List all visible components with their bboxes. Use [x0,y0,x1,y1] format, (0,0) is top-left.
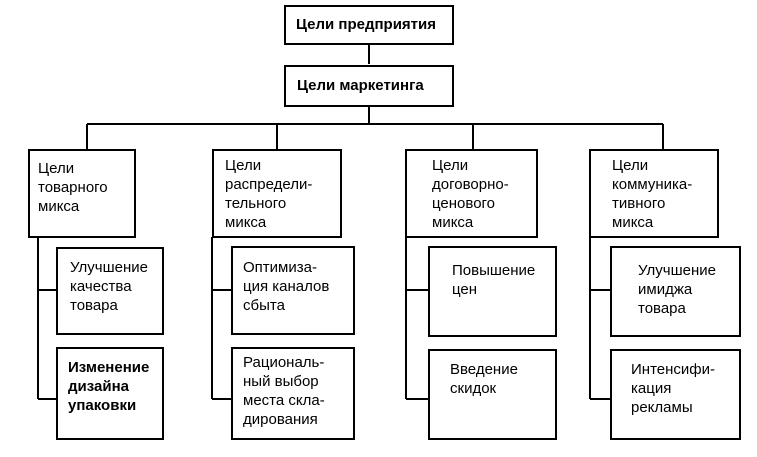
communication-mix-box [589,149,719,238]
enterprise-goals-box [284,5,454,45]
image-improvement-label: Улучшение имиджа товара [638,262,716,317]
product-mix-box [28,149,136,238]
image-improvement-box [610,246,741,337]
packaging-design-label: Изменение дизайна упаковки [68,359,150,414]
communication-mix-label: Цели коммуника- тивного микса [612,157,693,231]
price-increase-label: Повышение цен [452,262,536,298]
channel-optimization-label: Оптимиза- ция каналов сбыта [243,259,330,314]
marketing-goals-box [284,65,454,107]
price-increase-box [428,246,557,337]
pricing-mix-label: Цели договорно- ценового микса [432,157,509,231]
quality-improvement-label: Улучшение качества товара [70,259,148,314]
channel-optimization-box [231,246,355,335]
packaging-design-box [56,347,164,440]
advertising-intensification-label: Интенсифи- кация рекламы [631,361,715,416]
distribution-mix-box [212,149,342,238]
marketing-goals-label: Цели маркетинга [297,77,424,94]
advertising-intensification-box [610,349,741,440]
warehouse-location-label: Рациональ- ный выбор места скла- дирован… [243,354,325,428]
discounts-label: Введение скидок [450,361,518,397]
product-mix-label: Цели товарного микса [38,160,108,215]
enterprise-goals-label: Цели предприятия [296,16,437,33]
discounts-box [428,349,557,440]
distribution-mix-label: Цели распредели- тельного микса [225,157,313,231]
quality-improvement-box [56,247,164,335]
warehouse-location-box [231,347,355,440]
pricing-mix-box [405,149,538,238]
